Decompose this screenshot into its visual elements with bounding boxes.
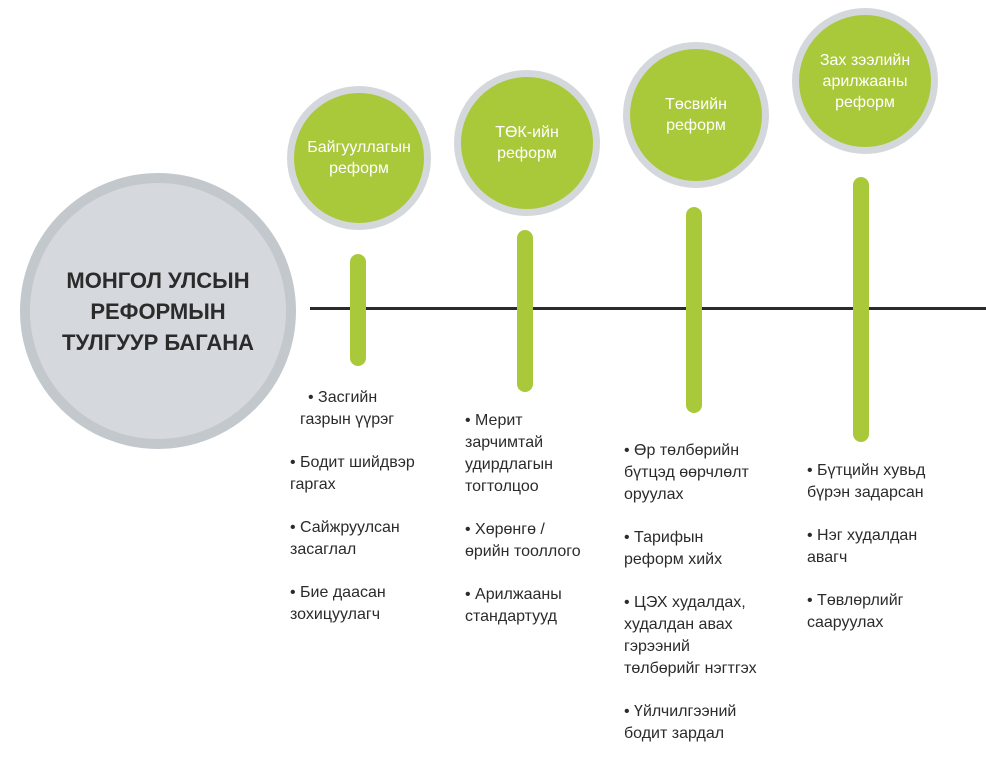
list-item-text: бүтцэд өөрчлөлт xyxy=(624,464,749,481)
pillar-label-line: реформ xyxy=(666,117,726,134)
list-item: • Бодит шийдвэр гаргах xyxy=(290,452,460,496)
list-item-text: • Бие даасан xyxy=(290,584,386,601)
pillar-circle-budget: Төсвийн реформ xyxy=(623,42,769,188)
list-item: • Хөрөнгө / өрийн тооллого xyxy=(465,519,615,563)
list-item: • Тарифын реформ хийх xyxy=(624,527,794,571)
list-item: • Өр төлбөрийн бүтцэд өөрчлөлт оруулах xyxy=(624,440,794,506)
list-item-text: • Өр төлбөрийн xyxy=(624,442,740,459)
pillar-bar xyxy=(853,177,869,442)
list-item-text: худалдан авах xyxy=(624,616,733,633)
list-item-text: засаглал xyxy=(290,541,357,558)
pillar-circle-institutional: Байгууллагын реформ xyxy=(287,86,431,230)
list-item-text: бодит зардал xyxy=(624,725,725,742)
list-item-text: • Мерит xyxy=(465,412,523,429)
list-item-text: стандартууд xyxy=(465,608,557,625)
list-item-text: оруулах xyxy=(624,486,684,503)
bullet-list: • Бүтцийн хувьд бүрэн задарсан • Нэг худ… xyxy=(807,460,977,655)
list-item-text: • Бүтцийн хувьд xyxy=(807,462,926,479)
main-title: МОНГОЛ УЛСЫН РЕФОРМЫН ТУЛГУУР БАГАНА xyxy=(43,265,273,358)
list-item-text: гэрээний xyxy=(624,638,690,655)
bullet-list: • Засгийн газрын үүрэг • Бодит шийдвэр г… xyxy=(290,387,460,647)
list-item-text: зарчимтай xyxy=(465,434,544,451)
pillar-label-line: арилжааны xyxy=(822,72,908,90)
list-item-text: удирдлагын xyxy=(465,456,554,473)
pillar-label-line: Зах зээлийн xyxy=(819,51,911,69)
list-item-text: бүрэн задарсан xyxy=(807,484,924,501)
pillar-circle-market: Зах зээлийн арилжааны реформ xyxy=(792,8,938,154)
list-item: • Үйлчилгээний бодит зардал xyxy=(624,701,794,745)
main-title-line: РЕФОРМЫН xyxy=(90,298,226,324)
list-item-text: • Төвлөрлийг xyxy=(807,592,904,609)
pillar-label-line: ТӨК-ийн xyxy=(495,124,559,141)
list-item-text: өрийн тооллого xyxy=(465,543,581,560)
timeline-line xyxy=(310,307,986,310)
list-item-text: тогтолцоо xyxy=(465,478,539,495)
list-item: • Арилжааны стандартууд xyxy=(465,584,615,628)
list-item-text: зохицуулагч xyxy=(290,606,381,623)
list-item: • Сайжруулсан засаглал xyxy=(290,517,460,561)
list-item-text: • Бодит шийдвэр xyxy=(290,454,415,471)
list-item-text: төлбөрийг нэгтгэх xyxy=(624,660,757,677)
list-item: • Нэг худалдан авагч xyxy=(807,525,977,569)
pillar-label-line: реформ xyxy=(835,93,895,111)
pillar-bar xyxy=(350,254,366,366)
main-title-line: МОНГОЛ УЛСЫН xyxy=(66,267,250,293)
list-item: • ЦЭХ худалдах, худалдан авах гэрээний т… xyxy=(624,592,794,680)
pillar-label: Байгууллагын реформ xyxy=(304,137,414,179)
pillar-circle-soe: ТӨК-ийн реформ xyxy=(454,70,600,216)
pillar-label-line: Байгууллагын xyxy=(307,139,411,156)
list-item-text: • Хөрөнгө / xyxy=(465,521,545,538)
list-item-text: сааруулах xyxy=(807,614,884,631)
list-item: • Засгийн газрын үүрэг xyxy=(290,387,460,431)
list-item-text: гаргах xyxy=(290,476,336,493)
pillar-label: Зах зээлийн арилжааны реформ xyxy=(810,50,920,113)
bullet-list: • Мерит зарчимтай удирдлагын тогтолцоо •… xyxy=(465,410,615,649)
pillar-label: ТӨК-ийн реформ xyxy=(472,122,582,164)
main-circle: МОНГОЛ УЛСЫН РЕФОРМЫН ТУЛГУУР БАГАНА xyxy=(20,173,296,449)
list-item-text: • Сайжруулсан xyxy=(290,519,400,536)
pillar-label-line: Төсвийн xyxy=(665,96,727,113)
list-item-text: газрын үүрэг xyxy=(300,411,395,428)
list-item-text: • ЦЭХ худалдах, xyxy=(624,594,746,611)
list-item-text: • Засгийн xyxy=(308,389,378,406)
list-item: • Төвлөрлийг сааруулах xyxy=(807,590,977,634)
pillar-bar xyxy=(686,207,702,413)
list-item-text: • Үйлчилгээний xyxy=(624,703,737,720)
list-item: • Бие даасан зохицуулагч xyxy=(290,582,460,626)
main-title-line: ТУЛГУУР БАГАНА xyxy=(62,329,254,355)
bullet-list: • Өр төлбөрийн бүтцэд өөрчлөлт оруулах •… xyxy=(624,440,794,766)
pillar-label-line: реформ xyxy=(497,145,557,162)
list-item-text: • Нэг худалдан xyxy=(807,527,918,544)
list-item-text: • Арилжааны xyxy=(465,586,562,603)
list-item: • Бүтцийн хувьд бүрэн задарсан xyxy=(807,460,977,504)
list-item: • Мерит зарчимтай удирдлагын тогтолцоо xyxy=(465,410,615,498)
list-item-text: • Тарифын xyxy=(624,529,704,546)
pillar-bar xyxy=(517,230,533,392)
pillar-label-line: реформ xyxy=(329,160,389,177)
list-item-text: авагч xyxy=(807,549,848,566)
list-item-text: реформ хийх xyxy=(624,551,723,568)
pillar-label: Төсвийн реформ xyxy=(641,94,751,136)
